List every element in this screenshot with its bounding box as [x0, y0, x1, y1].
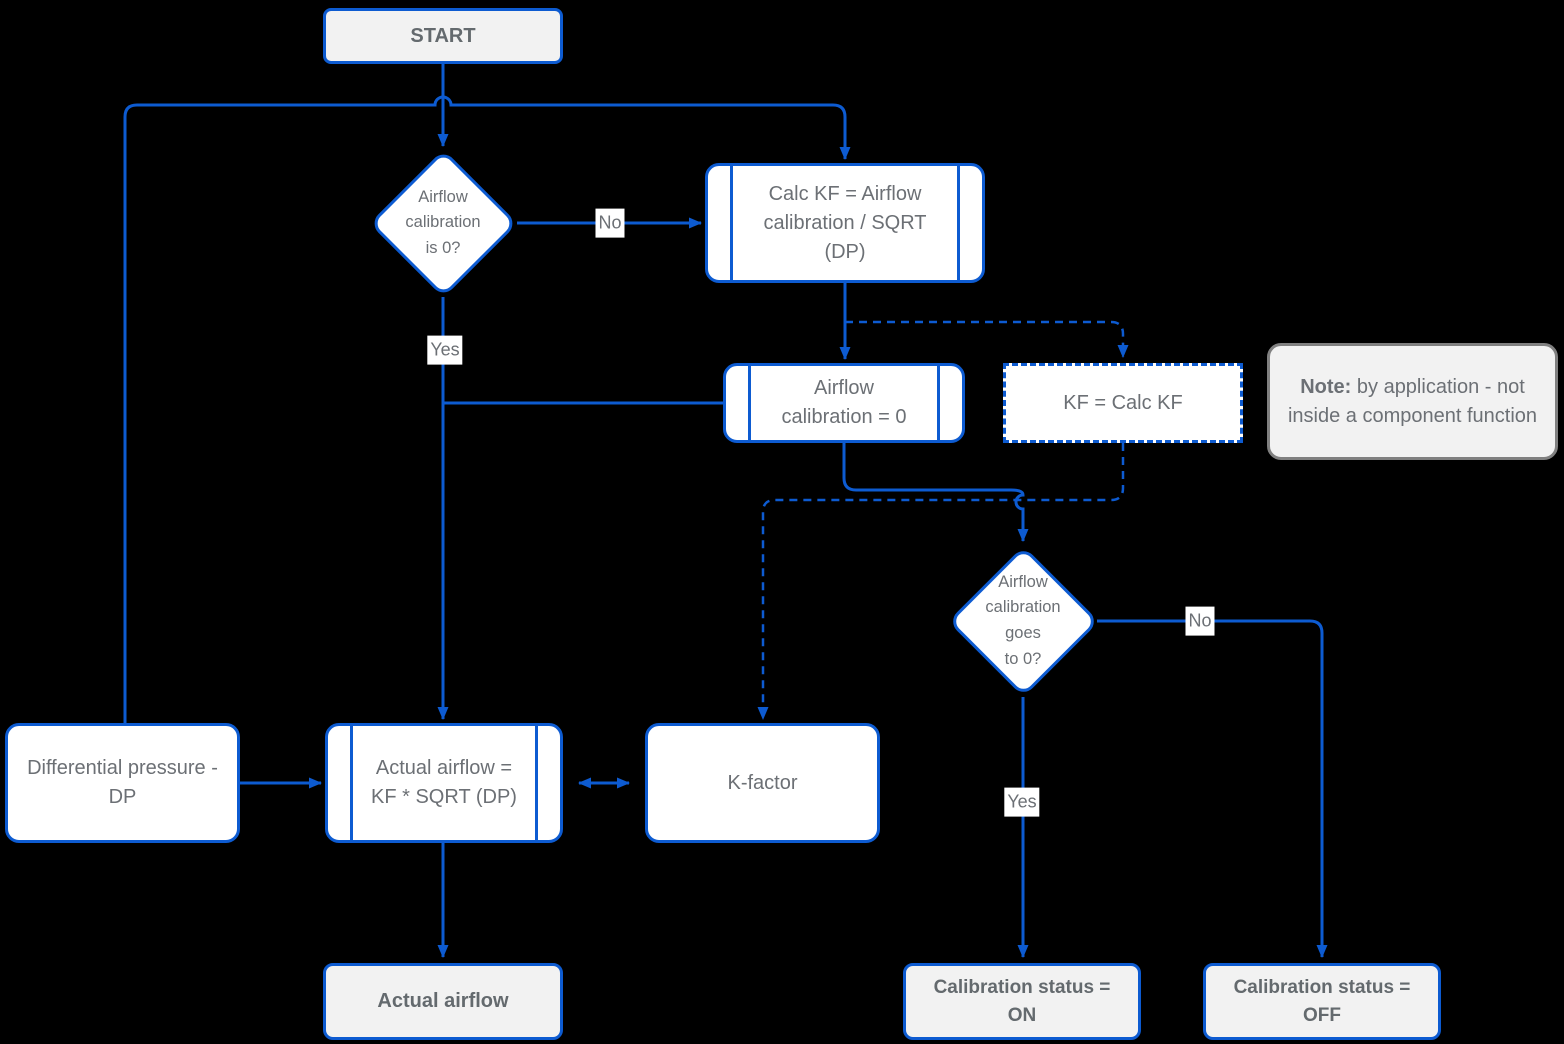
- subroutine-bar: [350, 726, 353, 840]
- edge-calckf-to-kfcalc-dashed: [845, 320, 1129, 358]
- edge-kfcalc-to-kfactor-dashed: [757, 443, 1125, 720]
- process-kf-equals-calc-kf: KF = Calc KF: [1003, 363, 1243, 443]
- decision-airflow-calibration-goes-to-0: Airflow calibration goes to 0?: [947, 545, 1099, 697]
- end-calibration-status-on: Calibration status = ON: [903, 963, 1141, 1040]
- airflow-calibration-0-label: Airflow calibration = 0: [781, 377, 907, 428]
- process-differential-pressure-dp: Differential pressure - DP: [5, 723, 240, 843]
- calibration-on-label: Calibration status = ON: [933, 976, 1111, 1026]
- edge-dp-loop-to-calckf: [123, 95, 851, 723]
- process-airflow-calibration-0: Airflow calibration = 0: [723, 363, 965, 443]
- start-label: START: [410, 24, 476, 47]
- edge-decision2-no-to-caloff: [1097, 619, 1328, 958]
- end-calibration-status-off: Calibration status = OFF: [1203, 963, 1441, 1040]
- kf-calc-kf-label: KF = Calc KF: [1063, 391, 1183, 414]
- process-calc-kf: Calc KF = Airflow calibration / SQRT (DP…: [705, 163, 985, 283]
- decision1-label: Airflow calibration is 0?: [405, 187, 481, 257]
- edge-label-yes-1: Yes: [427, 335, 463, 365]
- decision2-label: Airflow calibration goes to 0?: [985, 572, 1061, 668]
- note-box: Note: by application - not inside a comp…: [1267, 343, 1558, 460]
- subroutine-bar: [748, 366, 751, 440]
- subroutine-bar: [957, 166, 960, 280]
- start-node: START: [323, 8, 563, 64]
- subroutine-bar: [937, 366, 940, 440]
- note-text: Note: by application - not inside a comp…: [1284, 373, 1541, 431]
- calc-kf-label: Calc KF = Airflow calibration / SQRT (DP…: [763, 182, 927, 263]
- subroutine-bar: [730, 166, 733, 280]
- k-factor-label: K-factor: [727, 771, 798, 794]
- process-actual-airflow-calc: Actual airflow = KF * SQRT (DP): [325, 723, 563, 843]
- dp-label: Differential pressure - DP: [27, 757, 218, 808]
- calibration-off-label: Calibration status = OFF: [1233, 976, 1411, 1026]
- note-bold: Note:: [1300, 375, 1352, 398]
- end-actual-airflow: Actual airflow: [323, 963, 563, 1040]
- subroutine-bar: [535, 726, 538, 840]
- actual-airflow-end-label: Actual airflow: [377, 990, 509, 1012]
- edge-label-no-1: No: [595, 208, 625, 238]
- note-rest: by application - not inside a component …: [1287, 375, 1538, 427]
- edge-label-yes-2: Yes: [1004, 787, 1040, 817]
- edge-aircal0-to-decision2: [842, 443, 1029, 542]
- actual-airflow-calc-label: Actual airflow = KF * SQRT (DP): [371, 757, 517, 808]
- process-k-factor: K-factor: [645, 723, 880, 843]
- decision-airflow-calibration-is-0: Airflow calibration is 0?: [368, 148, 518, 298]
- edge-label-no-2: No: [1185, 606, 1215, 636]
